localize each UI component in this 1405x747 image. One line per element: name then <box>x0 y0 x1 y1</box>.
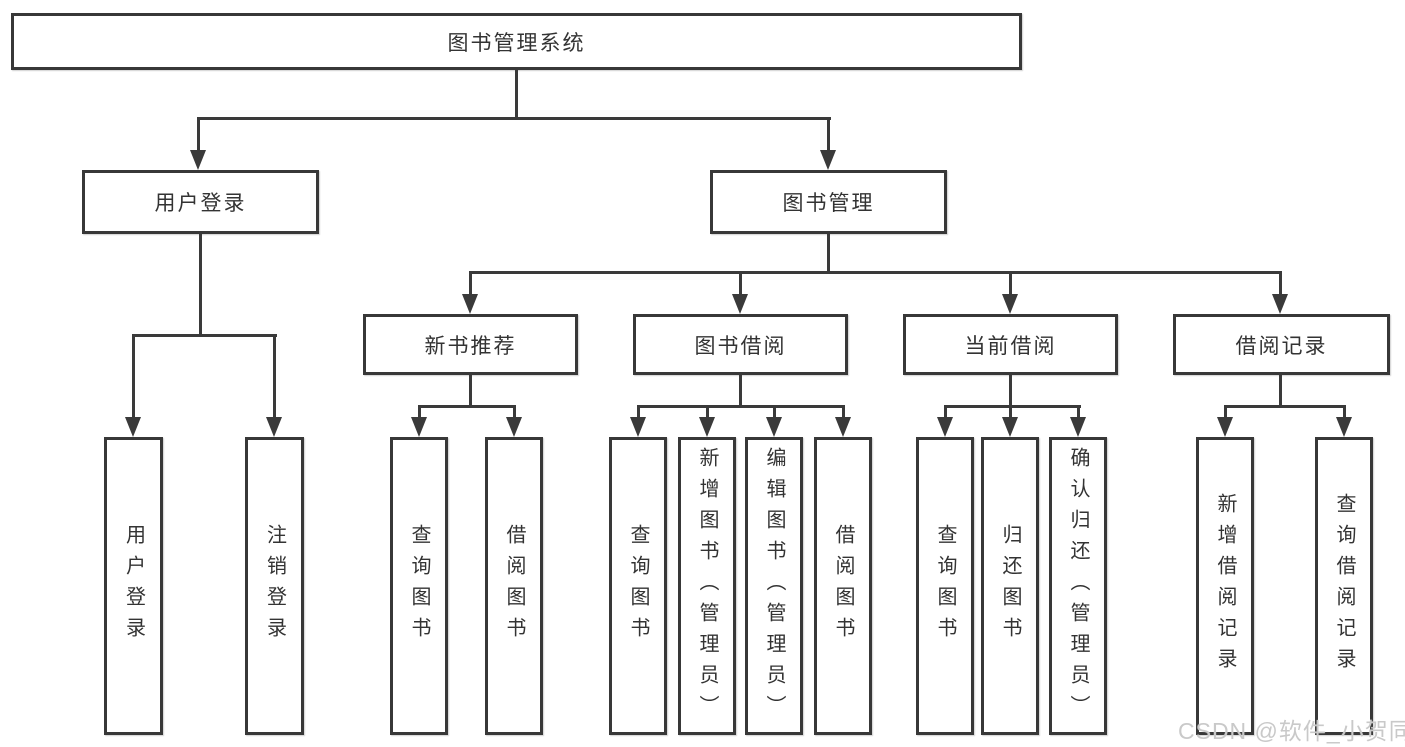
arrowhead-down-icon <box>411 417 427 437</box>
arrowhead-down-icon <box>766 417 782 437</box>
arrowhead-down-icon <box>1272 294 1288 314</box>
connector-bookmgmt-vline <box>827 234 830 274</box>
leaf-return-books: 归还图书 <box>981 437 1039 735</box>
connector-stem <box>1343 405 1346 420</box>
csdn-watermark: CSDN @软件_小贺同学 <box>1178 718 1405 744</box>
connector-stem <box>1009 271 1012 297</box>
leaf-logout-label: 注销登录 <box>263 524 286 648</box>
leaf-query-books-current-label: 查询图书 <box>934 524 956 648</box>
connector-stem <box>418 405 421 420</box>
arrowhead-down-icon <box>937 417 953 437</box>
leaf-query-books-borrow-label: 查询图书 <box>627 524 649 648</box>
node-new-book-recommend-label: 新书推荐 <box>424 334 517 358</box>
leaf-query-books-recommend-label: 查询图书 <box>408 524 430 648</box>
arrowhead-down-icon <box>1217 417 1233 437</box>
arrowhead-down-icon <box>1002 417 1018 437</box>
connector-stem <box>773 405 776 420</box>
leaf-logout: 注销登录 <box>245 437 304 735</box>
arrowhead-down-icon <box>190 150 206 170</box>
arrowhead-down-icon <box>820 150 836 170</box>
connector-stem <box>739 271 742 297</box>
connector-recommend-vline <box>469 375 472 408</box>
node-book-borrow-label: 图书借阅 <box>694 334 787 358</box>
node-user-login: 用户登录 <box>82 170 319 234</box>
arrowhead-down-icon <box>732 294 748 314</box>
connector-userlogin-vline <box>199 234 202 337</box>
leaf-borrow-books-recommend: 借阅图书 <box>485 437 543 735</box>
connector-stem <box>469 271 472 297</box>
leaf-user-login-label: 用户登录 <box>122 524 145 648</box>
node-current-borrow-label: 当前借阅 <box>964 334 1057 358</box>
arrowhead-down-icon <box>125 417 141 437</box>
connector-stem <box>944 405 947 420</box>
arrowhead-down-icon <box>266 417 282 437</box>
connector-stem <box>273 334 276 420</box>
leaf-borrow-books-recommend-label: 借阅图书 <box>503 524 525 648</box>
arrowhead-down-icon <box>506 417 522 437</box>
node-user-login-label: 用户登录 <box>154 192 247 215</box>
connector-userlogin-hline <box>132 334 277 337</box>
leaf-user-login: 用户登录 <box>104 437 163 735</box>
arrowhead-down-icon <box>462 294 478 314</box>
leaf-add-borrow-record: 新增借阅记录 <box>1196 437 1254 735</box>
node-book-management: 图书管理 <box>710 170 947 234</box>
node-current-borrow: 当前借阅 <box>903 314 1118 375</box>
leaf-add-borrow-record-label: 新增借阅记录 <box>1214 493 1236 679</box>
arrowhead-down-icon <box>630 417 646 437</box>
leaf-borrow-books-label: 借阅图书 <box>832 524 854 648</box>
connector-borrow-hline <box>637 405 845 408</box>
connector-records-vline <box>1279 375 1282 408</box>
leaf-edit-book-admin-label: 编辑图书（管理员） <box>763 446 785 726</box>
leaf-edit-book-admin: 编辑图书（管理员） <box>745 437 803 735</box>
connector-root-hline <box>197 117 831 120</box>
connector-stem <box>842 405 845 420</box>
arrowhead-down-icon <box>1070 417 1086 437</box>
connector-stem <box>1009 405 1012 420</box>
connector-stem <box>132 334 135 420</box>
connector-stem <box>513 405 516 420</box>
arrowhead-down-icon <box>1336 417 1352 437</box>
arrowhead-down-icon <box>699 417 715 437</box>
node-new-book-recommend: 新书推荐 <box>363 314 578 375</box>
leaf-add-book-admin-label: 新增图书（管理员） <box>696 446 718 726</box>
leaf-return-books-label: 归还图书 <box>999 524 1021 648</box>
connector-recommend-hline <box>418 405 516 408</box>
leaf-query-books-current: 查询图书 <box>916 437 974 735</box>
connector-stem <box>1279 271 1282 297</box>
node-library-system: 图书管理系统 <box>11 13 1022 70</box>
leaf-borrow-books: 借阅图书 <box>814 437 872 735</box>
node-book-management-label: 图书管理 <box>782 192 875 215</box>
connector-borrow-vline <box>739 375 742 408</box>
connector-current-hline <box>944 405 1081 408</box>
connector-records-hline <box>1224 405 1346 408</box>
connector-stem <box>1077 405 1080 420</box>
node-borrow-records-label: 借阅记录 <box>1235 334 1328 358</box>
node-book-borrow: 图书借阅 <box>633 314 848 375</box>
arrowhead-down-icon <box>1002 294 1018 314</box>
connector-stem <box>827 117 830 153</box>
leaf-add-book-admin: 新增图书（管理员） <box>678 437 736 735</box>
leaf-query-books-borrow: 查询图书 <box>609 437 667 735</box>
node-borrow-records: 借阅记录 <box>1173 314 1390 375</box>
arrowhead-down-icon <box>835 417 851 437</box>
leaf-query-borrow-record: 查询借阅记录 <box>1315 437 1373 735</box>
connector-root-vline <box>515 70 518 119</box>
leaf-confirm-return-admin-label: 确认归还（管理员） <box>1067 446 1089 726</box>
leaf-confirm-return-admin: 确认归还（管理员） <box>1049 437 1107 735</box>
connector-stem <box>706 405 709 420</box>
node-library-system-label: 图书管理系统 <box>447 31 586 55</box>
connector-stem <box>197 117 200 153</box>
leaf-query-borrow-record-label: 查询借阅记录 <box>1333 493 1355 679</box>
leaf-query-books-recommend: 查询图书 <box>390 437 448 735</box>
connector-current-vline <box>1009 375 1012 408</box>
connector-bookmgmt-hline <box>469 271 1282 274</box>
connector-stem <box>1224 405 1227 420</box>
connector-stem <box>637 405 640 420</box>
